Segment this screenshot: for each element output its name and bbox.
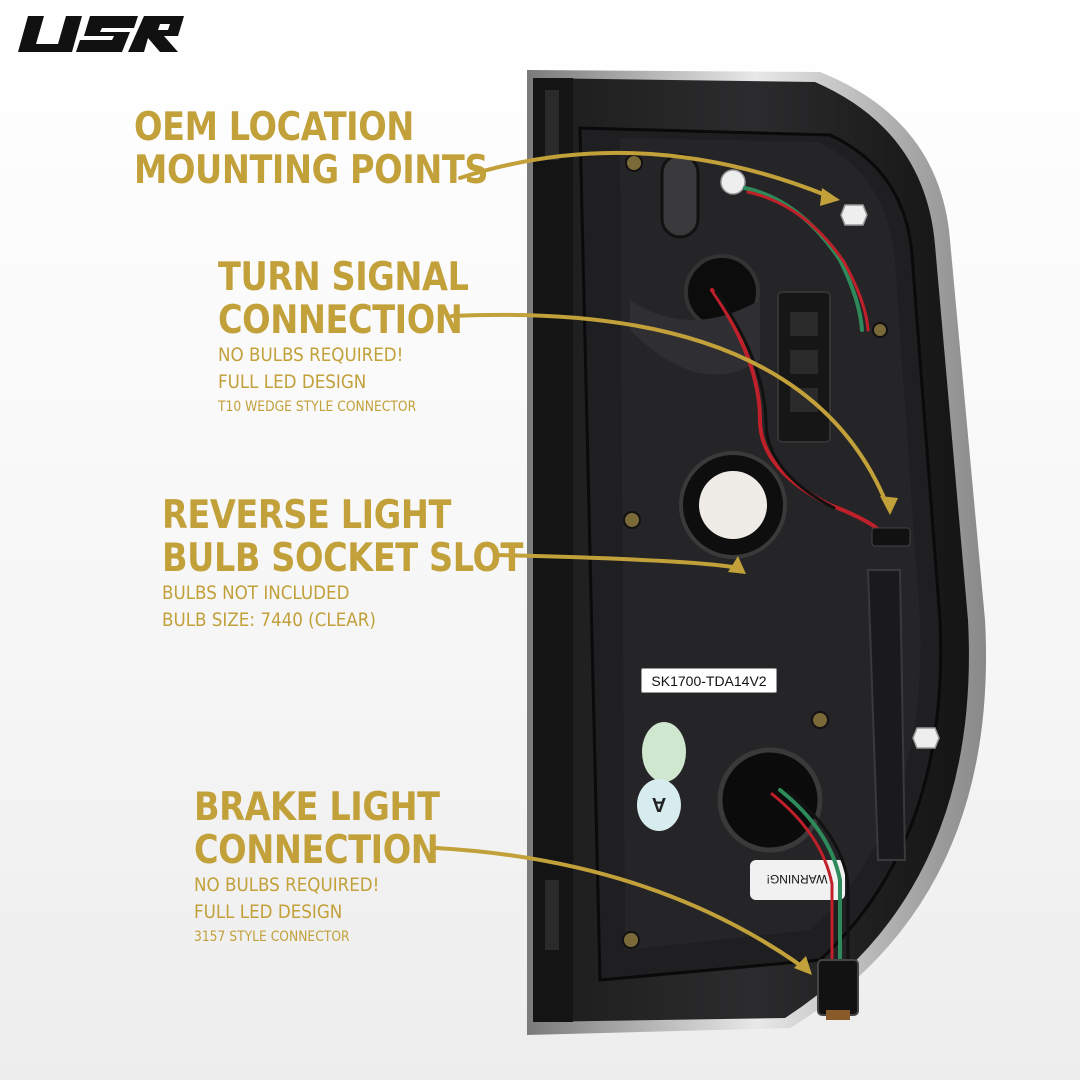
- callout-detail: FULL LED DESIGN: [218, 371, 367, 393]
- callout-mounting-points: OEM LOCATION MOUNTING POINTS: [134, 106, 546, 192]
- part-number-label: SK1700-TDA14V2: [641, 668, 777, 693]
- callout-detail: NO BULBS REQUIRED!: [218, 344, 404, 366]
- callout-detail: FULL LED DESIGN: [194, 901, 343, 923]
- callout-brake-light: BRAKE LIGHT CONNECTION NO BULBS REQUIRED…: [194, 786, 480, 948]
- callout-fine-print: T10 WEDGE STYLE CONNECTOR: [218, 399, 417, 415]
- callout-turn-signal: TURN SIGNAL CONNECTION NO BULBS REQUIRED…: [218, 256, 509, 418]
- callout-heading: OEM LOCATION MOUNTING POINTS: [134, 105, 489, 193]
- brand-logo: [18, 16, 184, 52]
- callout-heading: BRAKE LIGHT CONNECTION: [194, 785, 440, 873]
- arrow-reverse-light: [494, 553, 740, 570]
- callout-heading: TURN SIGNAL CONNECTION: [218, 255, 469, 343]
- callout-fine-print: 3157 STYLE CONNECTOR: [194, 929, 350, 945]
- arrow-turn-signal: [450, 312, 887, 502]
- callout-reverse-light: REVERSE LIGHT BULB SOCKET SLOT BULBS NOT…: [162, 494, 582, 634]
- callout-detail: NO BULBS REQUIRED!: [194, 874, 380, 896]
- arrow-brake-light: [434, 846, 802, 967]
- svg-text:A: A: [652, 793, 666, 815]
- arrow-mounting-points: [458, 150, 830, 198]
- callout-heading: REVERSE LIGHT BULB SOCKET SLOT: [162, 493, 523, 581]
- warning-sticker: WARNING!: [767, 872, 828, 886]
- callout-detail: BULBS NOT INCLUDED: [162, 582, 350, 604]
- callout-detail: BULB SIZE: 7440 (CLEAR): [162, 609, 376, 631]
